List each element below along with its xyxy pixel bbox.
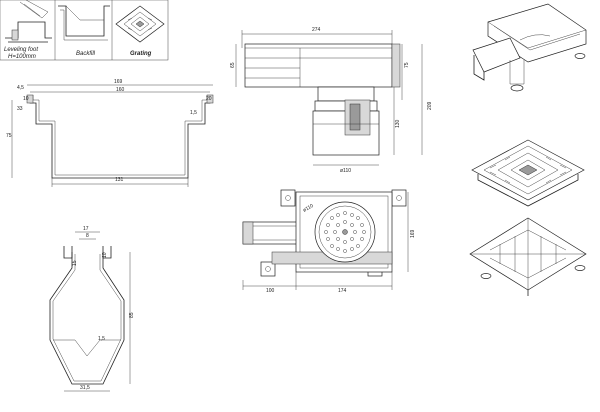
dim-profile-thickness: 1,5 (190, 110, 197, 116)
dim-plan-height: 169 (410, 229, 416, 238)
dim-outlet-bottom: 31,5 (80, 385, 90, 391)
dim-outlet-height: 85 (129, 312, 135, 318)
grating-thumbnail (115, 5, 165, 43)
dim-step-b: 10 (23, 96, 29, 102)
grating-label: Grating (130, 51, 152, 57)
grating-holes (324, 211, 366, 253)
dim-side-left: 65 (230, 62, 236, 68)
dim-side-right: 75 (404, 62, 410, 68)
dim-outlet-neck: 15 (72, 260, 78, 266)
isometric-channel-view (472, 3, 587, 92)
dim-bottom-width: 131 (115, 177, 124, 183)
dim-plan-right: 174 (338, 288, 347, 294)
leveling-foot-label: Leveling foot (4, 47, 38, 53)
isometric-grating-view (471, 139, 585, 207)
side-elevation-view: 274 65 75 130 209 ø110 (230, 27, 433, 174)
outlet-profile-section: 17 8 15 10 85 1,5 31,5 (49, 226, 135, 392)
dim-outlet-thickness: 1,5 (98, 336, 105, 342)
channel-profile-section: 169 160 4,5 75 33 10 1,5 20 131 (6, 79, 214, 187)
thumbnail-strip: Leveling foot H=100mm Backfill Grating (0, 0, 169, 61)
dim-outlet-top: 17 (83, 226, 89, 232)
leveling-foot-thumbnail (5, 0, 52, 43)
dim-step-a: 33 (17, 106, 23, 112)
dim-flange: 20 (206, 96, 212, 102)
dim-side-mid: 130 (395, 119, 401, 128)
dim-outlet-lip: 10 (102, 252, 108, 258)
dim-side-diameter: ø110 (340, 168, 351, 174)
dim-outlet-inner: 8 (86, 233, 89, 239)
plan-view: ø110 169 100 174 (242, 189, 416, 294)
dim-side-width: 274 (312, 27, 321, 33)
dim-plan-left: 100 (266, 288, 275, 294)
backfill-label: Backfill (76, 51, 96, 57)
leveling-foot-height-label: H=100mm (8, 54, 36, 60)
dim-lip-width: 4,5 (17, 85, 24, 91)
dim-plan-diameter: ø110 (302, 203, 315, 214)
dim-side-total-height: 209 (427, 101, 433, 110)
isometric-frame-view (469, 217, 587, 296)
dim-total-width: 169 (114, 79, 123, 85)
backfill-thumbnail (58, 5, 110, 41)
dim-profile-height: 75 (6, 133, 12, 139)
dim-inner-width: 160 (116, 87, 125, 93)
